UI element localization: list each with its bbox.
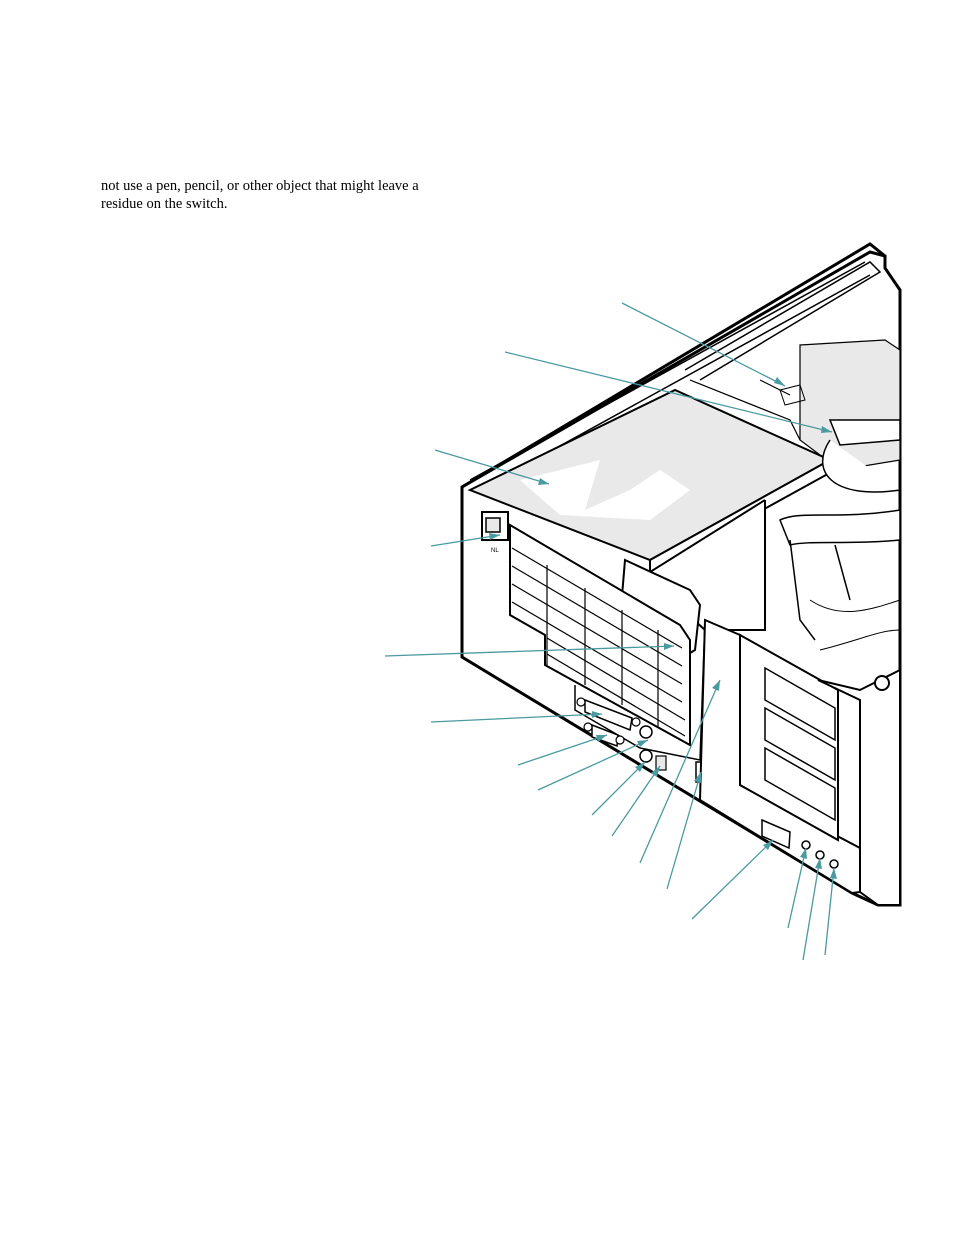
- callout-lines: [384, 302, 837, 961]
- fan-grille: [509, 523, 691, 747]
- switch-marking: NL: [491, 548, 499, 554]
- body-text-line-1: not use a pen, pencil, or other object t…: [101, 178, 419, 194]
- expansion-slots: [739, 633, 901, 906]
- body-text-line-2: residue on the switch.: [101, 196, 228, 212]
- body-paragraph: not use a pen, pencil, or other object t…: [101, 177, 461, 213]
- internal-cables: [779, 384, 901, 651]
